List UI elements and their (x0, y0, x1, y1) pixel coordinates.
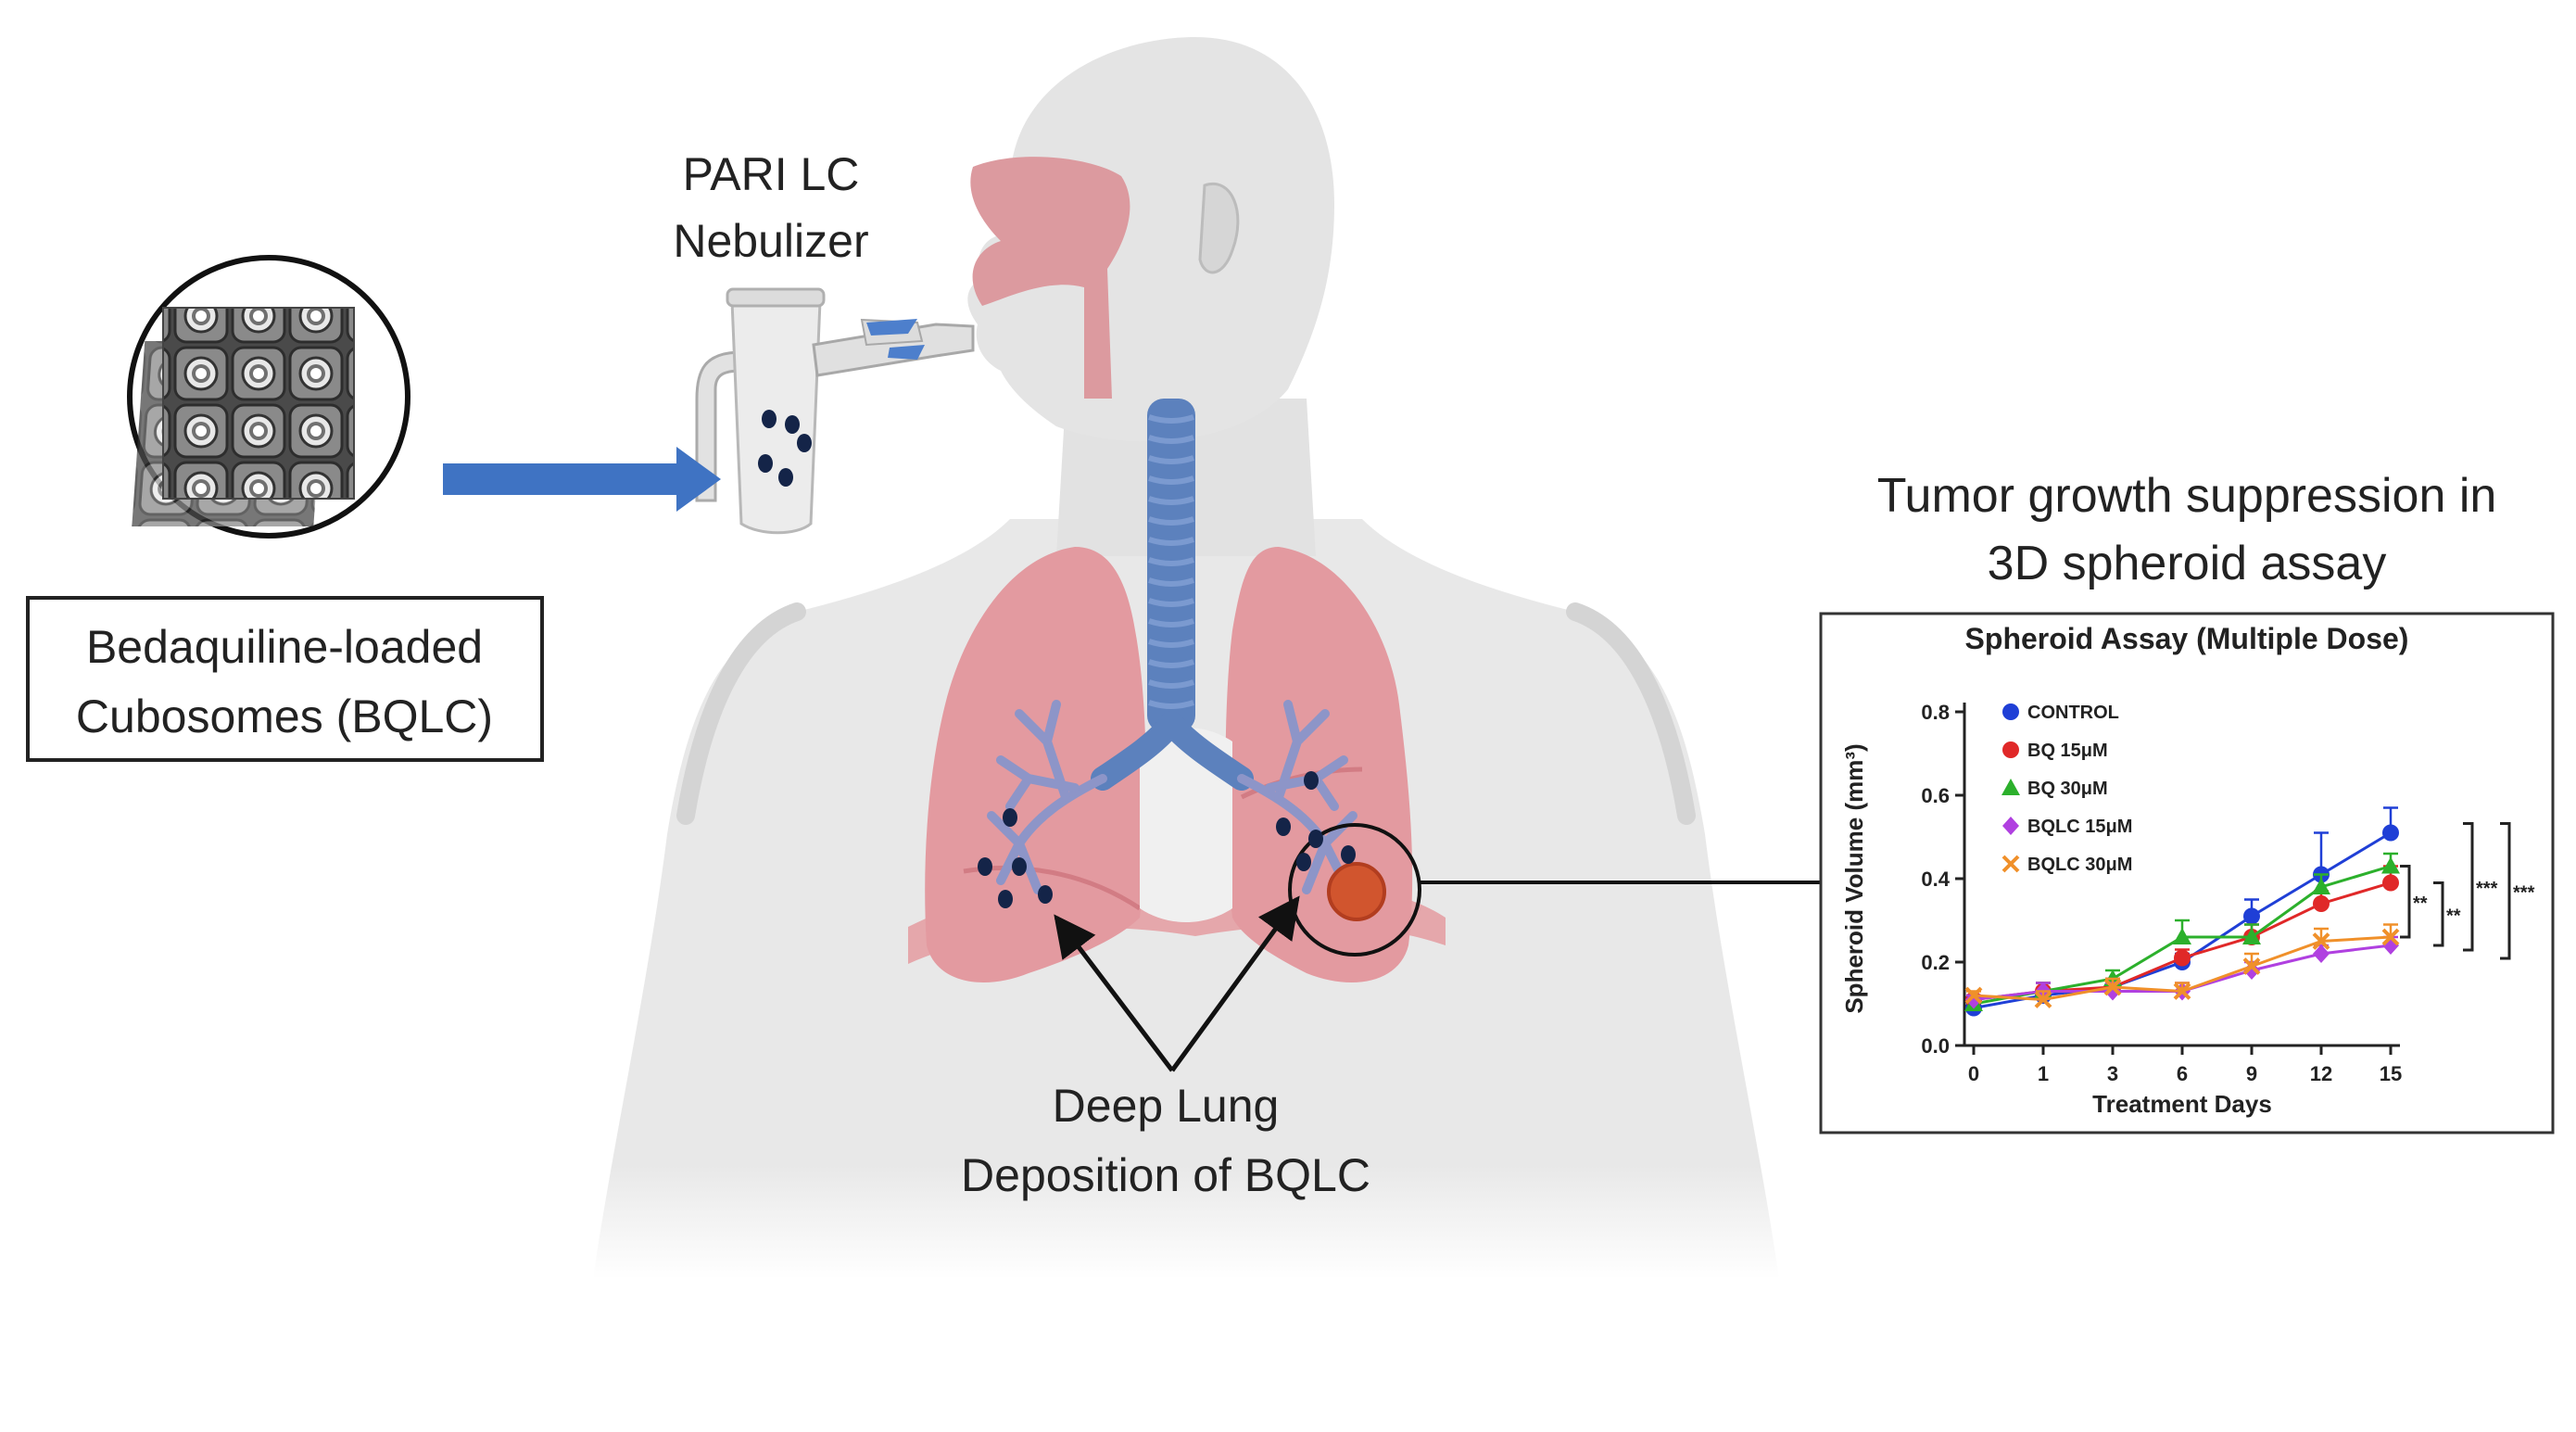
data-point (2313, 895, 2330, 912)
significance-label: *** (2476, 879, 2498, 899)
x-tick-label: 12 (2310, 1062, 2332, 1085)
y-tick-label: 0.0 (1921, 1034, 1950, 1058)
data-point (2243, 907, 2260, 925)
cubosome-label-box (26, 596, 544, 762)
data-point (2382, 824, 2399, 842)
x-tick-label: 9 (2246, 1062, 2257, 1085)
nebulizer-device (695, 287, 975, 535)
data-point (2313, 944, 2330, 963)
cubosome-illustration (127, 255, 410, 539)
data-point (2312, 878, 2330, 894)
chart-heading-line1: Tumor growth suppression in (1877, 469, 2497, 523)
significance-bracket: *** (2500, 822, 2535, 960)
y-tick-label: 0.4 (1921, 868, 1950, 891)
y-tick-label: 0.2 (1921, 951, 1950, 974)
head-shape (967, 37, 1334, 442)
legend-label: BQ 30μM (2027, 779, 2108, 799)
data-point (2381, 856, 2400, 874)
chart-title: Spheroid Assay (Multiple Dose) (1965, 622, 2409, 655)
cubosome-label-line2: Cubosomes (BQLC) (76, 691, 493, 742)
delivery-arrow (443, 447, 721, 512)
series-4 (1964, 923, 2400, 1008)
legend-label: CONTROL (2027, 703, 2119, 723)
x-tick-label: 6 (2177, 1062, 2188, 1085)
data-point (2173, 982, 2191, 1000)
main-bronchi (1091, 711, 1254, 791)
nebulizer-blue-tip (866, 319, 917, 336)
x-tick-label: 0 (1968, 1062, 1979, 1085)
nebulizer-label-line1: PARI LC (683, 148, 860, 200)
significance-label: ** (2446, 906, 2461, 926)
chart-heading-line2: 3D spheroid assay (1988, 537, 2387, 590)
data-point (2242, 957, 2261, 975)
significance-label: ** (2413, 893, 2428, 914)
significance-bracket: ** (2433, 881, 2461, 947)
significance-bracket: ** (2400, 865, 2428, 939)
legend-marker (2002, 741, 2019, 758)
data-point (1964, 986, 1983, 1005)
data-point (2312, 932, 2330, 950)
legend-label: BQLC 30μM (2027, 855, 2132, 875)
y-tick-label: 0.8 (1921, 701, 1950, 724)
nebulizer-particles (758, 410, 812, 487)
ear-shape (1198, 182, 1240, 274)
legend-label: BQ 15μM (2027, 741, 2108, 761)
chart-legend: CONTROL BQ 15μM BQ 30μM BQLC 15μM BQLC 30μM (2001, 703, 2132, 875)
deposition-arrows (1054, 895, 1300, 1072)
x-tick-label: 3 (2107, 1062, 2118, 1085)
legend-marker (2002, 703, 2019, 720)
data-point (2034, 991, 2052, 1008)
tumor-highlight-circle (1288, 823, 1421, 957)
nasal-airway (970, 157, 1130, 399)
bronchial-tree (987, 700, 1357, 894)
legend-label: BQLC 15μM (2027, 817, 2132, 837)
legend-marker (2001, 779, 2020, 795)
x-axis-label: Treatment Days (2092, 1090, 2272, 1118)
significance-bracket: *** (2463, 822, 2498, 952)
spheroid-line-chart: Spheroid Assay (Multiple Dose) 0.0 0.2 0.4 0… (1840, 622, 2535, 1118)
x-tick-label: 15 (2380, 1062, 2402, 1085)
legend-marker (2002, 817, 2019, 835)
deposition-label-line1: Deep Lung (1053, 1080, 1280, 1132)
data-point (2242, 928, 2261, 944)
deposition-label-line2: Deposition of BQLC (961, 1149, 1370, 1201)
significance-label: *** (2513, 882, 2535, 903)
cubosome-label-line1: Bedaquiline-loaded (86, 621, 483, 673)
data-point (2382, 874, 2399, 892)
data-point (2381, 928, 2400, 946)
data-point (2174, 949, 2191, 967)
nebulizer-handle (695, 350, 743, 502)
y-tick-label: 0.6 (1921, 784, 1950, 807)
lungs (908, 399, 1446, 982)
trachea (1147, 399, 1195, 732)
nebulizer-label-line2: Nebulizer (673, 215, 868, 267)
data-point (2173, 928, 2191, 944)
deposited-particles (978, 771, 1356, 908)
data-point (2103, 978, 2122, 996)
legend-marker (2001, 855, 2020, 873)
tumor (1327, 862, 1386, 921)
y-axis-label: Spheroid Volume (mm³) (1840, 743, 1868, 1013)
x-tick-label: 1 (2038, 1062, 2049, 1085)
